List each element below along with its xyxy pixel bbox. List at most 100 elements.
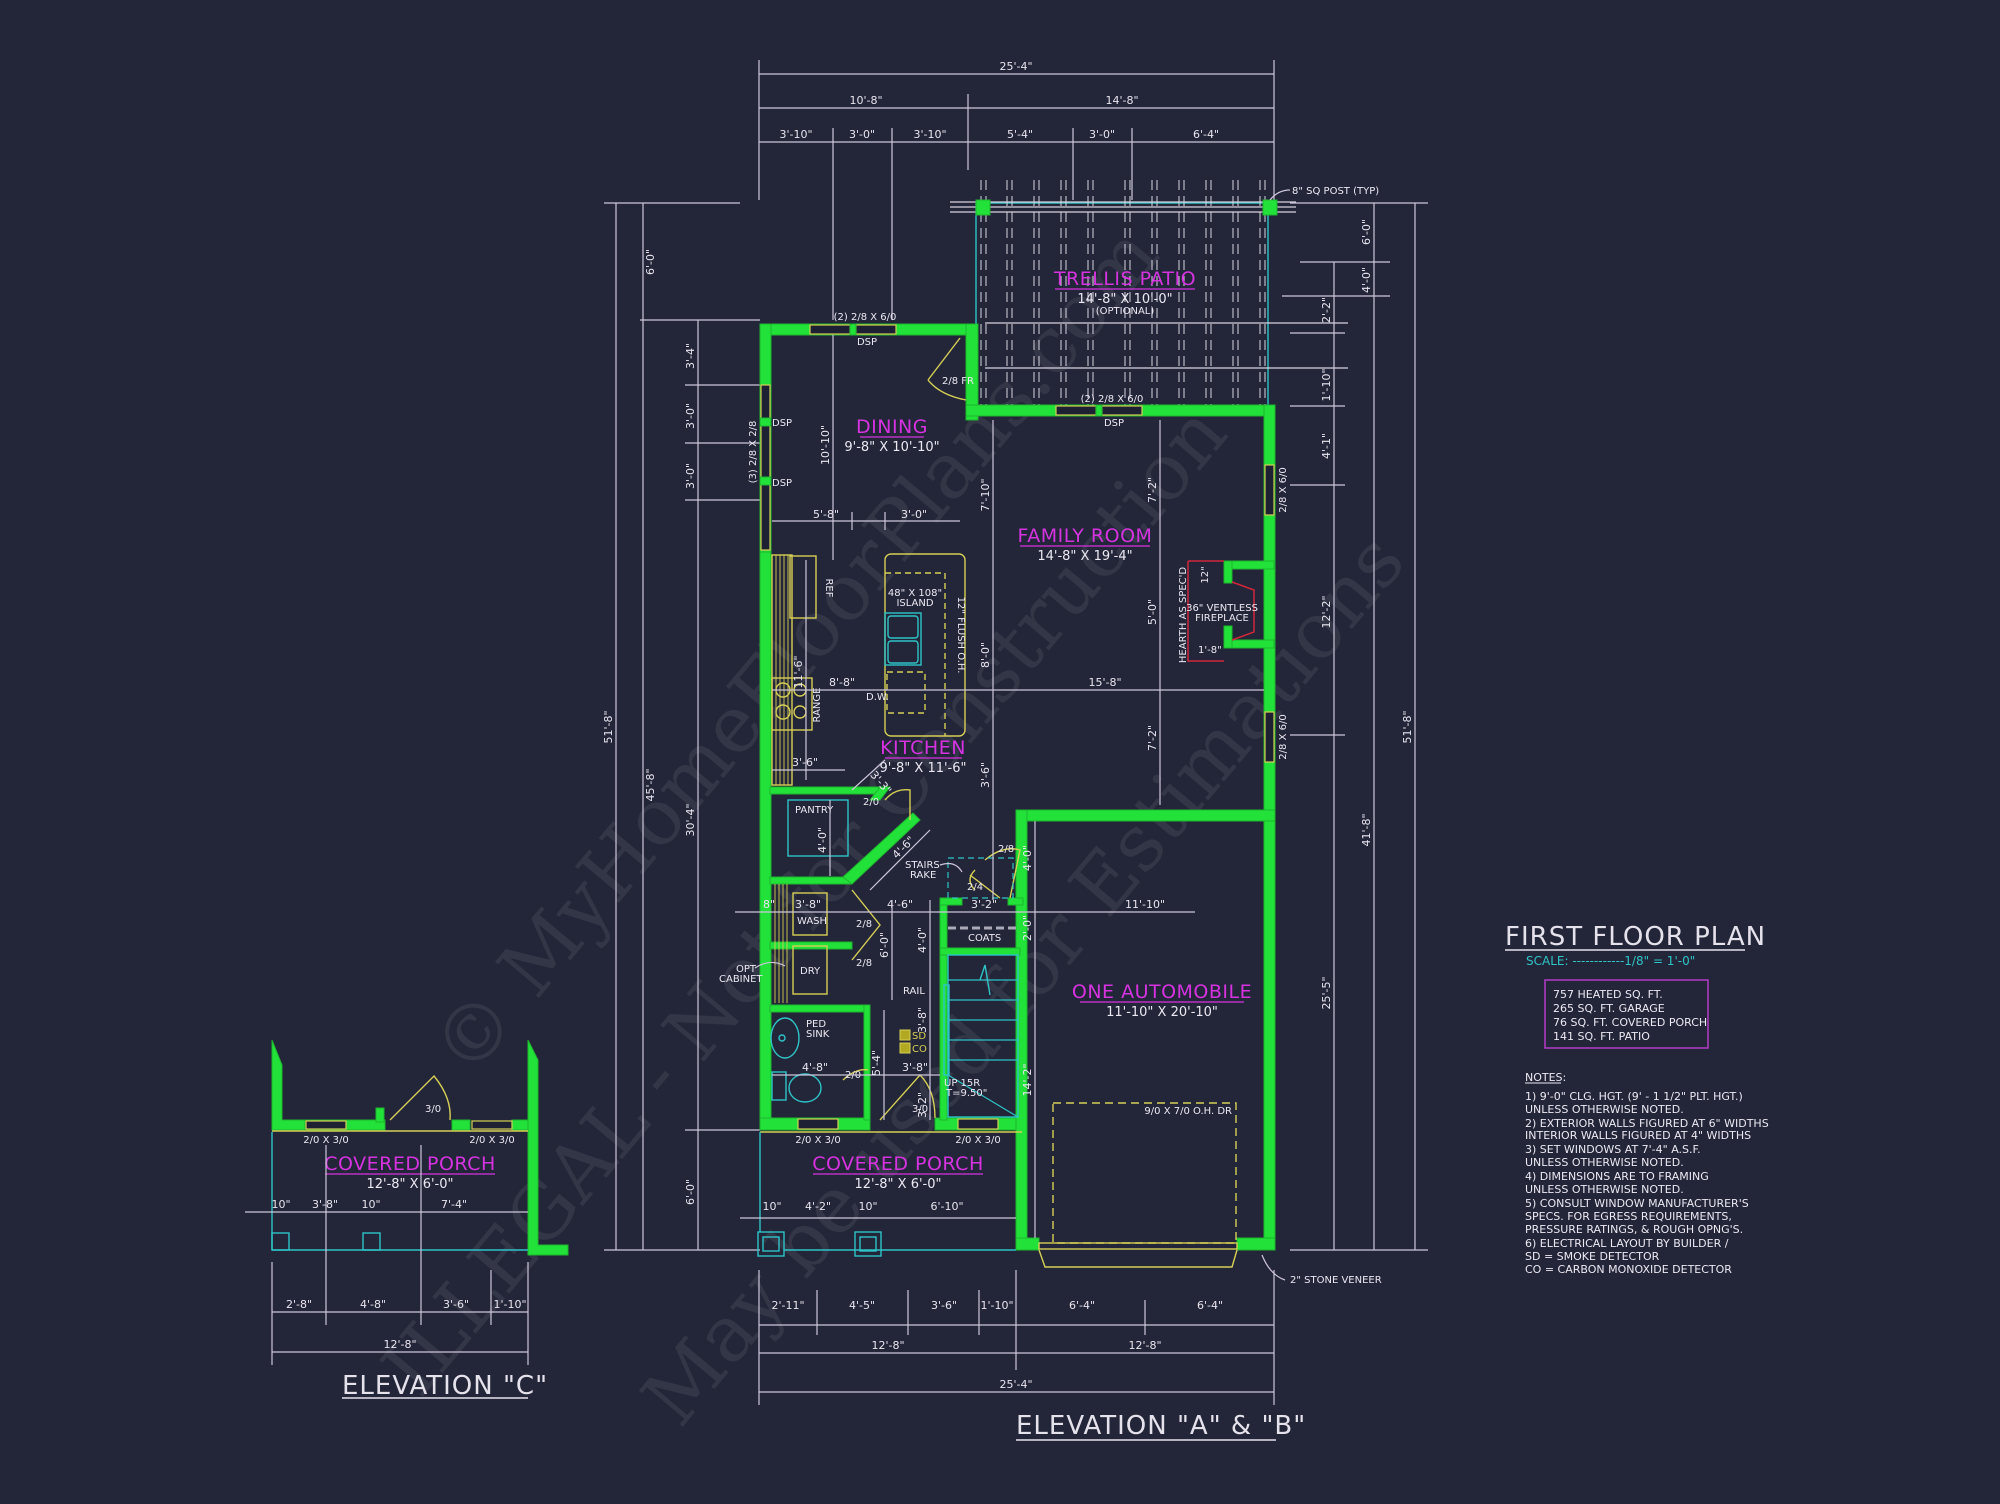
svg-text:RANGE: RANGE [812, 688, 823, 723]
svg-text:SINK: SINK [806, 1029, 830, 1040]
svg-text:4) DIMENSIONS ARE TO FRAMING: 4) DIMENSIONS ARE TO FRAMING [1525, 1170, 1709, 1183]
svg-text:15'-8": 15'-8" [1088, 676, 1121, 689]
svg-text:SD = SMOKE DETECTOR: SD = SMOKE DETECTOR [1525, 1250, 1660, 1263]
interior-dimensions: 5'-8" 3'-0" 10'-10" 7'-10" 8'-0" 3'-6" 1… [735, 335, 1264, 1238]
svg-text:WASH: WASH [797, 916, 827, 927]
title-block: FIRST FLOOR PLAN SCALE: ------------1/8"… [1505, 922, 1769, 1276]
svg-text:1'-10": 1'-10" [493, 1298, 526, 1311]
svg-text:12'-8": 12'-8" [871, 1339, 904, 1352]
left-dimensions: 51'-8" 6'-0" 45'-8" 3'-4" 3'-0" 3'-0" 30… [602, 202, 760, 1251]
svg-text:UNLESS OTHERWISE NOTED.: UNLESS OTHERWISE NOTED. [1525, 1103, 1684, 1116]
svg-text:3'-0": 3'-0" [901, 508, 927, 521]
svg-text:45'-8": 45'-8" [644, 768, 657, 801]
svg-text:5) CONSULT WINDOW MANUFACTURE: 5) CONSULT WINDOW MANUFACTURER'S [1525, 1197, 1749, 1210]
svg-text:8" SQ POST (TYP): 8" SQ POST (TYP) [1292, 186, 1379, 197]
svg-text:2/8: 2/8 [998, 844, 1014, 855]
svg-text:3'-6": 3'-6" [792, 756, 818, 769]
svg-text:CO = CARBON MONOXIDE DETECTOR: CO = CARBON MONOXIDE DETECTOR [1525, 1263, 1732, 1276]
plan-title: FIRST FLOOR PLAN [1505, 922, 1766, 952]
svg-text:1'-10": 1'-10" [980, 1299, 1013, 1312]
svg-text:6'-0": 6'-0" [644, 249, 657, 275]
family-room-label: FAMILY ROOM [1018, 525, 1153, 547]
svg-text:3'-10": 3'-10" [913, 128, 946, 141]
svg-text:7'-10": 7'-10" [979, 478, 992, 511]
svg-text:DSP: DSP [1104, 418, 1124, 429]
right-dimensions: 51'-8" 6'-0" 4'-0" 41'-8" 2'-2" 1'-10" 4… [1282, 202, 1428, 1251]
svg-text:10": 10" [858, 1200, 877, 1213]
svg-text:14'-8" X 19'-4": 14'-8" X 19'-4" [1037, 549, 1132, 564]
trellis-patio: 8" SQ POST (TYP) TRELLIS PATIO 14'-8" X … [950, 180, 1379, 409]
svg-text:6'-0": 6'-0" [1360, 219, 1373, 245]
svg-text:14'-8": 14'-8" [1105, 94, 1138, 107]
svg-text:12'-8" X 6'-0": 12'-8" X 6'-0" [366, 1177, 453, 1192]
svg-text:SD: SD [912, 1031, 926, 1042]
svg-text:4'-6": 4'-6" [887, 898, 913, 911]
svg-text:COATS: COATS [968, 933, 1001, 944]
svg-text:12": 12" [1200, 566, 1211, 583]
svg-text:5'-0": 5'-0" [1146, 599, 1159, 625]
windows: (2) 2/8 X 6/0 DSP (2) 2/8 X 6/0 DSP DSP … [748, 312, 1289, 1146]
svg-text:(2) 2/8 X 6/0: (2) 2/8 X 6/0 [1081, 394, 1144, 405]
svg-text:3'-4": 3'-4" [684, 343, 697, 369]
svg-text:11'-10" X 20'-10": 11'-10" X 20'-10" [1106, 1005, 1218, 1020]
svg-text:10'-8": 10'-8" [849, 94, 882, 107]
svg-text:2" STONE VENEER: 2" STONE VENEER [1290, 1275, 1382, 1286]
svg-text:3'-2": 3'-2" [916, 1092, 929, 1118]
svg-text:TRELLIS PATIO: TRELLIS PATIO [1053, 268, 1196, 290]
svg-text:DRY: DRY [800, 966, 821, 977]
svg-text:12'-8" X 6'-0": 12'-8" X 6'-0" [854, 1177, 941, 1192]
svg-text:3'-8": 3'-8" [312, 1198, 338, 1211]
svg-text:2/8: 2/8 [856, 958, 872, 969]
svg-text:3'-6": 3'-6" [979, 762, 992, 788]
svg-text:5'-4": 5'-4" [870, 1050, 883, 1076]
svg-text:4'-1": 4'-1" [1320, 433, 1333, 459]
svg-text:UP 15R: UP 15R [944, 1078, 980, 1089]
elevation-ab-label: ELEVATION "A" & "B" [1016, 1411, 1306, 1441]
garage-label: ONE AUTOMOBILE [1072, 981, 1252, 1003]
svg-text:UNLESS OTHERWISE NOTED.: UNLESS OTHERWISE NOTED. [1525, 1183, 1684, 1196]
svg-text:3'-8": 3'-8" [795, 898, 821, 911]
svg-text:2/8 X 6/0: 2/8 X 6/0 [1278, 714, 1289, 759]
svg-text:2/8 X 6/0: 2/8 X 6/0 [1278, 467, 1289, 512]
svg-text:INTERIOR WALLS FIGURED AT 4" W: INTERIOR WALLS FIGURED AT 4" WIDTHS [1525, 1129, 1751, 1142]
svg-text:2/0 X 3/0: 2/0 X 3/0 [795, 1135, 840, 1146]
svg-text:10": 10" [361, 1198, 380, 1211]
svg-text:3/0: 3/0 [912, 1104, 928, 1115]
svg-text:(OPTIONAL): (OPTIONAL) [1096, 306, 1155, 317]
svg-text:T=9.50": T=9.50" [945, 1088, 987, 1099]
svg-text:1'-10": 1'-10" [1320, 368, 1333, 401]
svg-text:RAIL: RAIL [903, 986, 925, 997]
svg-text:1'-8": 1'-8" [1198, 645, 1222, 656]
svg-text:41'-8": 41'-8" [1360, 813, 1373, 846]
svg-text:10": 10" [762, 1200, 781, 1213]
svg-text:3'-10": 3'-10" [779, 128, 812, 141]
svg-text:RAKE: RAKE [910, 870, 936, 881]
svg-text:2/4: 2/4 [967, 882, 983, 893]
svg-text:12'-8": 12'-8" [1128, 1339, 1161, 1352]
svg-text:DSP: DSP [857, 337, 877, 348]
svg-text:36" VENTLESS: 36" VENTLESS [1186, 603, 1258, 614]
svg-text:9'-8" X 10'-10": 9'-8" X 10'-10" [844, 440, 939, 455]
svg-text:PRESSURE RATINGS, & ROUGH OPNG: PRESSURE RATINGS, & ROUGH OPNG'S. [1525, 1223, 1743, 1236]
svg-text:48" X 108": 48" X 108" [888, 588, 942, 599]
svg-text:6'-0": 6'-0" [684, 1179, 697, 1205]
svg-text:3/0: 3/0 [425, 1104, 441, 1115]
svg-text:6'-10": 6'-10" [930, 1200, 963, 1213]
svg-text:10'-10": 10'-10" [819, 425, 832, 465]
svg-text:11'-6": 11'-6" [792, 655, 805, 688]
svg-text:3'-6": 3'-6" [443, 1298, 469, 1311]
svg-text:2/0: 2/0 [863, 797, 879, 808]
svg-text:D.W.: D.W. [866, 692, 889, 703]
svg-text:141 SQ. FT. PATIO: 141 SQ. FT. PATIO [1553, 1030, 1650, 1043]
svg-text:25'-5": 25'-5" [1320, 976, 1333, 1009]
svg-text:51'-8": 51'-8" [1401, 710, 1414, 743]
svg-text:12" FLUSH O.H.: 12" FLUSH O.H. [955, 597, 966, 674]
svg-text:3'-0": 3'-0" [849, 128, 875, 141]
svg-text:3'-0": 3'-0" [1089, 128, 1115, 141]
svg-text:REF: REF [823, 578, 834, 597]
post-left [975, 199, 991, 216]
room-labels: DINING 9'-8" X 10'-10" FAMILY ROOM 14'-8… [844, 416, 1252, 1020]
svg-text:3'-8": 3'-8" [902, 1061, 928, 1074]
svg-text:9'-8" X 11'-6": 9'-8" X 11'-6" [879, 761, 966, 776]
svg-text:ISLAND: ISLAND [896, 598, 933, 609]
